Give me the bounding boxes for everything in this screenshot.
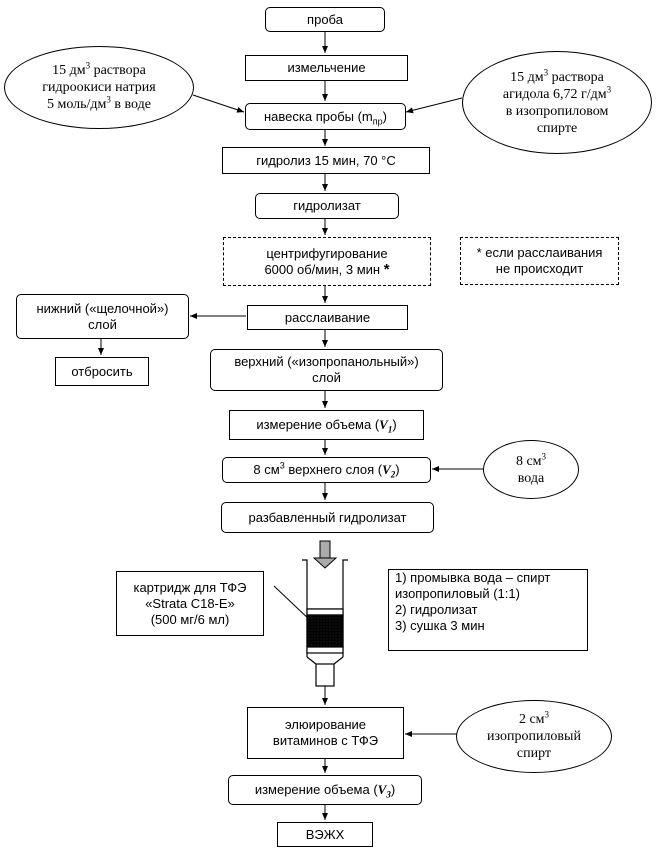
step-hplc: ВЭЖХ (277, 822, 373, 847)
lower-layer-box: нижний («щелочной») слой (16, 294, 189, 339)
step-weighing: навеска пробы (mпр) (245, 103, 406, 130)
spe-cartridge-icon (302, 559, 348, 687)
water-line1: 8 см3 (515, 450, 547, 469)
reagent-water: 8 см3 вода (483, 440, 579, 499)
step-upper-layer: верхний («изопропанольный») слой (210, 349, 443, 391)
step-diluted-hydrolysate: разбавленный гидролизат (221, 502, 434, 533)
cartridge-label-box: картридж для ТФЭ «Strata C18-E» (500 мг/… (116, 571, 264, 636)
step-volume-v1: измерение объема (V1) (229, 410, 424, 440)
volume1-label: измерение объема (V1) (256, 417, 397, 435)
step-sample: проба (265, 7, 385, 32)
step-centrifugation: центрифугирование 6000 об/мин, 3 мин * (223, 237, 431, 286)
reagent-naoh: 15 дм3 раствора гидроокиси натрия 5 моль… (4, 46, 194, 129)
centrifuge-params: 6000 об/мин, 3 мин * (264, 260, 390, 278)
naoh-line1: 15 дм3 раствора (52, 60, 146, 78)
step-separation: расслаивание (247, 305, 408, 330)
aliquot-label: 8 см3 верхнего слоя (V2) (253, 460, 400, 480)
spe-steps-box: 1) промывка вода – спирт изопропиловый (… (388, 569, 588, 651)
reagent-agidol: 15 дм3 раствора агидола 6,72 г/дм3 в изо… (462, 51, 652, 154)
step-volume-v3: измерение объема (V3) (228, 775, 422, 805)
reagent-isopropanol: 2 см3 изопропиловый спирт (456, 700, 612, 773)
step-aliquot-v2: 8 см3 верхнего слоя (V2) (222, 457, 431, 483)
step-hydrolysate: гидролизат (255, 193, 399, 219)
naoh-line3: 5 моль/дм3 в воде (47, 94, 151, 112)
down-arrow-icon (312, 540, 338, 569)
volume3-label: измерение объема (V3) (254, 782, 396, 800)
weighing-label: навеска пробы (mпр) (263, 108, 387, 127)
agidol-line1: 15 дм3 раствора (510, 66, 604, 85)
step-hydrolysis: гидролиз 15 мин, 70 °С (222, 147, 430, 174)
agidol-line2: агидола 6,72 г/дм3 (502, 83, 612, 102)
ipa-line1: 2 см3 (518, 709, 550, 727)
discard-box: отбросить (55, 357, 149, 386)
step-grinding: измельчение (245, 55, 408, 81)
step-elution: элюирование витаминов с ТФЭ (247, 707, 404, 759)
note-no-separation: * если расслаивания не происходит (460, 237, 619, 285)
